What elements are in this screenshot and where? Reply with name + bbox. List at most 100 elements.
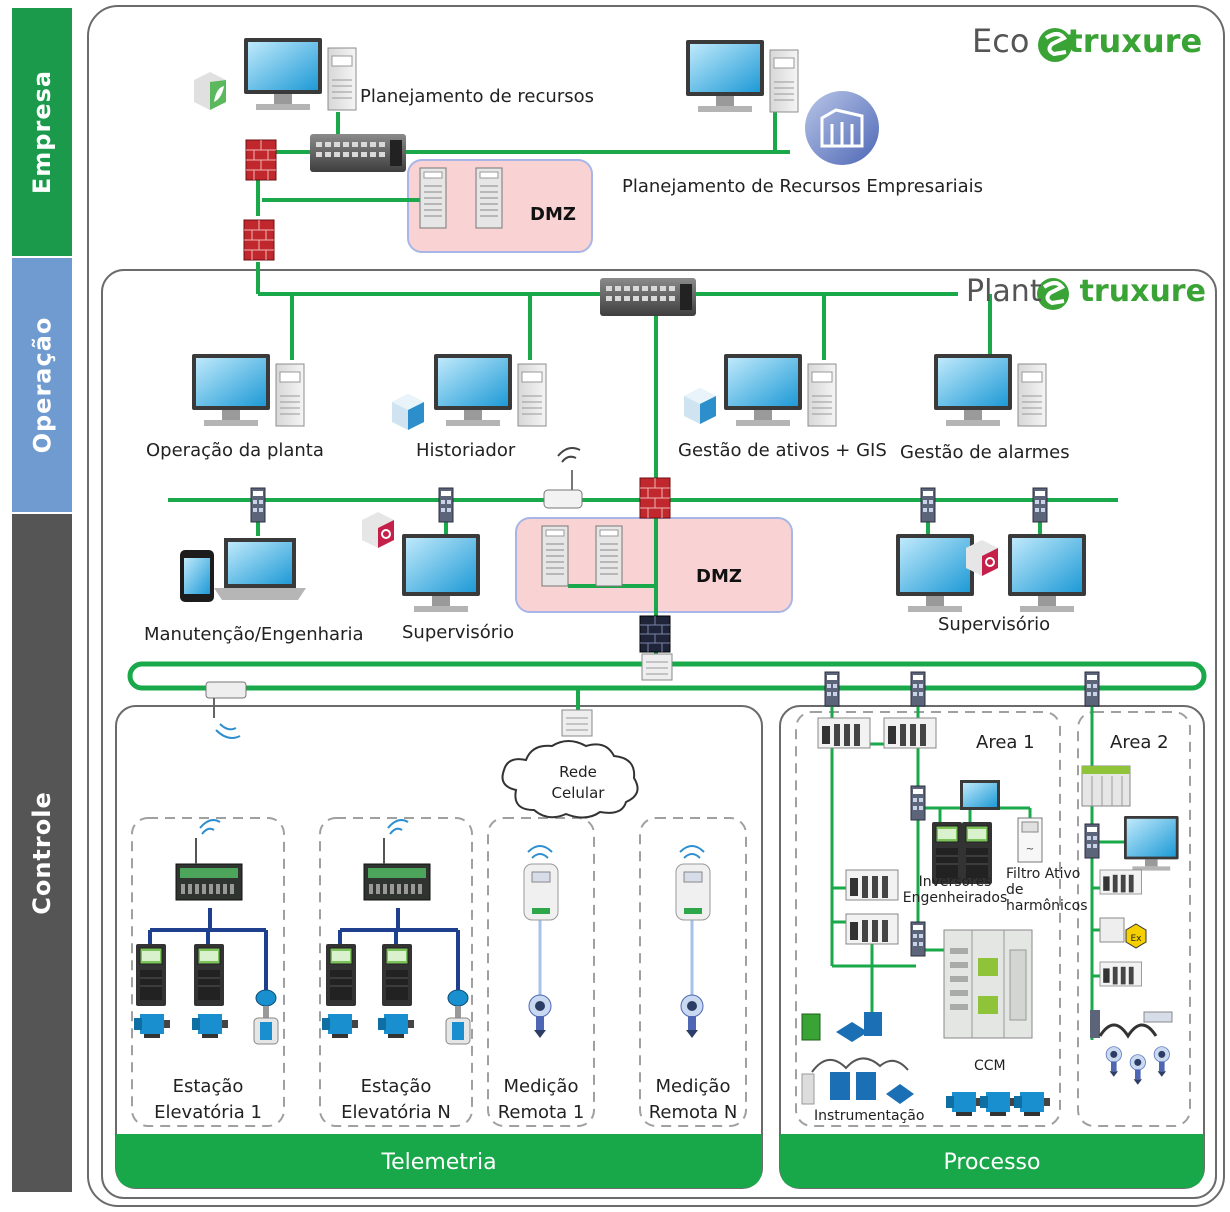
supervisory-right-monitor-a — [896, 534, 974, 612]
supervisory-left-monitor — [402, 534, 480, 612]
supervisory-right-label: Supervisório — [938, 614, 1051, 635]
remoteN-meter — [675, 863, 711, 921]
wireless-access-point-icon — [543, 447, 583, 509]
plant-suffix: truxure — [1079, 274, 1206, 309]
process-footer: Processo — [943, 1149, 1041, 1175]
ring-switch-b — [910, 671, 926, 707]
asset-cube-icon — [684, 388, 716, 424]
telemetry-footer-bar — [116, 1134, 762, 1188]
station1-pump-b — [192, 1014, 228, 1038]
plantstruxure-logo: Plant truxure — [966, 274, 1206, 309]
filter-line3: harmônicos — [1006, 898, 1088, 914]
area1-plc-a — [817, 717, 871, 749]
station1-drive-a — [135, 943, 167, 1007]
enterprise-firewall-upper — [245, 139, 277, 181]
svg-text:~: ~ — [1026, 844, 1034, 855]
stationN-label: Estação Elevatória N — [322, 1074, 470, 1126]
enterprise-firewall-lower — [243, 219, 275, 261]
station1-rtu — [175, 863, 243, 901]
dmz-server-b — [475, 167, 503, 229]
area2-io-a — [1099, 869, 1142, 895]
instrument-devices — [801, 1012, 914, 1105]
stationN-pump-b — [378, 1014, 414, 1038]
station1-antenna-icon — [195, 819, 221, 864]
cellular-cloud-label: Rede Celular — [536, 762, 620, 804]
stationN-drive-b — [381, 943, 413, 1007]
ring-switch-a — [824, 671, 840, 707]
engineered-drives-label: Inversores Engenheirados — [900, 874, 1010, 906]
plant-prefix: Plant — [966, 274, 1042, 309]
station1-flowmeter — [253, 989, 279, 1045]
area1-switch — [910, 785, 926, 821]
area2-ex-barrier: Ex — [1099, 917, 1147, 949]
meter-wiring — [538, 920, 694, 996]
area1-plc-b — [883, 717, 937, 749]
process-footer-bar — [780, 1134, 1204, 1188]
historian-computer — [433, 353, 547, 427]
ex-mark: Ex — [1130, 934, 1142, 944]
remoteN-line2: Remota N — [648, 1102, 738, 1123]
remoteN-label: Medição Remota N — [638, 1074, 748, 1126]
station1-label: Estação Elevatória 1 — [134, 1074, 282, 1126]
control-dmz-label: DMZ — [696, 566, 742, 587]
dmz-server-a — [419, 167, 447, 229]
supervisory-left-cube-icon — [362, 512, 394, 548]
ecostruxure-s-icon — [1038, 28, 1072, 62]
plantstruxure-frame — [101, 269, 1217, 1199]
stationN-antenna-icon — [383, 819, 409, 864]
remote1-pressure-sensor — [528, 994, 552, 1039]
din-switch-maintenance — [250, 487, 266, 523]
area2-label: Area 2 — [1110, 732, 1169, 753]
supervisory-left-label: Supervisório — [402, 622, 515, 643]
din-switch-supervisory-right-b — [1032, 487, 1048, 523]
ecostruxure-frame — [87, 5, 1225, 1207]
control-firewall — [639, 477, 671, 519]
enterprise-layer-bar: Empresa — [12, 8, 72, 256]
stationN-pump-a — [322, 1014, 358, 1038]
enterprise-layer-label: Empresa — [28, 69, 56, 195]
control-layer-label: Controle — [28, 791, 56, 915]
area2-rack — [1081, 765, 1131, 807]
stationN-drive-a — [325, 943, 357, 1007]
mcc-cabinet — [943, 929, 1033, 1039]
green-leaf-icon — [194, 72, 226, 110]
telemetry-footer: Telemetria — [381, 1149, 497, 1175]
remote1-label: Medição Remota 1 — [486, 1074, 596, 1126]
area1-io-b — [845, 913, 899, 945]
cloud-line1: Rede — [559, 763, 597, 781]
stationN-flowmeter — [445, 989, 471, 1045]
historian-cube-icon — [392, 394, 424, 430]
plant-operation-label: Operação da planta — [146, 440, 324, 461]
stationN-rtu — [363, 863, 431, 901]
remote1-meter — [523, 863, 559, 921]
drives-line1: Inversores — [918, 874, 992, 890]
erp-label: Planejamento de Recursos Empresariais — [622, 176, 984, 197]
din-switch-supervisory-left — [438, 487, 454, 523]
asset-gis-computer — [723, 353, 837, 427]
operation-switch — [600, 278, 696, 316]
cellular-gateway — [561, 709, 593, 737]
remoteN-area — [639, 817, 747, 1127]
resource-planning-computer — [243, 37, 357, 111]
filter-line2: de — [1006, 882, 1024, 898]
telemetry-wiring — [148, 908, 460, 994]
active-filter-icon: ~ — [1017, 817, 1043, 863]
station1-area — [131, 817, 285, 1127]
cellular-network-cloud — [501, 740, 639, 819]
area1-io-a — [845, 869, 899, 901]
station1-pump-a — [134, 1014, 170, 1038]
ring-gateway — [641, 653, 673, 681]
alarm-computer — [933, 353, 1047, 427]
stationN-line1: Estação — [360, 1076, 432, 1097]
station1-line2: Elevatória 1 — [154, 1102, 262, 1123]
control-layer-bar: Controle — [12, 514, 72, 1192]
supervisory-right-monitor-b — [1008, 534, 1086, 612]
station1-drive-b — [193, 943, 225, 1007]
operation-layer-label: Operação — [28, 316, 56, 454]
maintenance-label: Manutenção/Engenharia — [144, 624, 364, 645]
plant-operation-computer — [191, 353, 305, 427]
remoteN-line1: Medição — [655, 1076, 731, 1097]
mcc-label: CCM — [974, 1058, 1006, 1074]
